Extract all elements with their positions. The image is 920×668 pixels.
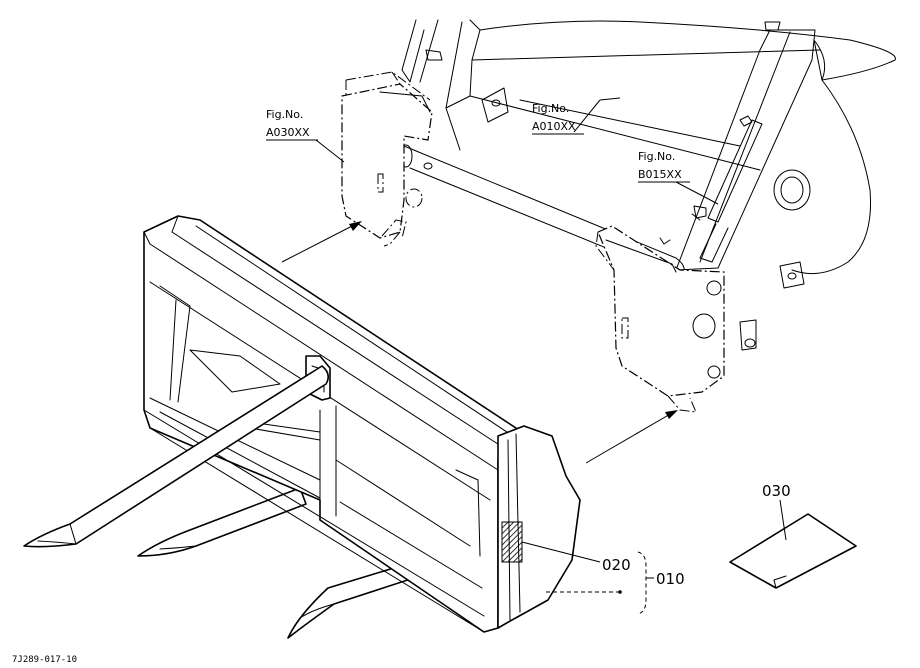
part-number-030: 030 bbox=[762, 482, 791, 500]
fig-code: A010XX bbox=[532, 120, 576, 133]
part-number-010: 010 bbox=[656, 570, 685, 588]
fig-label: Fig.No. bbox=[532, 102, 569, 115]
bale-spear-frame bbox=[23, 215, 581, 639]
fig-code: A030XX bbox=[266, 126, 310, 139]
fig-code: B015XX bbox=[638, 168, 682, 181]
part-030-tag bbox=[729, 499, 857, 589]
left-mount-bracket bbox=[341, 71, 433, 247]
figure-ref-a010xx: Fig.No. A010XX bbox=[532, 102, 584, 135]
fig-label: Fig.No. bbox=[638, 150, 675, 163]
part-number-020: 020 bbox=[602, 556, 631, 574]
drawing-code: 7J289-017-10 bbox=[12, 655, 77, 665]
figure-ref-a030xx: Fig.No. A030XX bbox=[266, 108, 318, 141]
loader-assembly bbox=[399, 19, 896, 351]
decal-label bbox=[501, 521, 523, 563]
mounting-arrows bbox=[281, 221, 678, 464]
leaders bbox=[315, 97, 719, 615]
right-mount-bracket bbox=[595, 225, 725, 413]
figure-ref-b015xx: Fig.No. B015XX bbox=[638, 150, 690, 183]
fig-label: Fig.No. bbox=[266, 108, 303, 121]
